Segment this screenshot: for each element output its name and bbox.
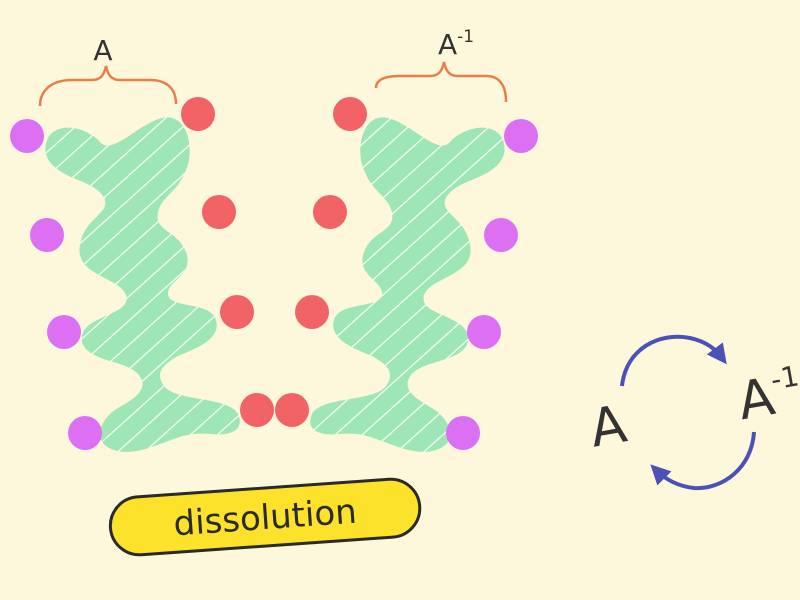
red-atom	[295, 295, 329, 329]
cycle-label-a-inverse: A-1	[733, 359, 800, 432]
molecule-a	[45, 117, 240, 452]
red-atom	[181, 97, 215, 131]
purple-atom	[30, 218, 64, 252]
purple-atom	[10, 119, 44, 153]
arrow-forward	[620, 334, 727, 387]
purple-atom	[446, 416, 480, 450]
purple-atom	[467, 315, 501, 349]
bracket-right	[374, 61, 508, 103]
red-atom	[220, 295, 254, 329]
purple-atom	[484, 218, 518, 252]
molecule-a-inverse	[310, 117, 505, 452]
red-atom	[275, 393, 309, 427]
arrow-backward	[650, 431, 756, 491]
molecule-a-body	[45, 117, 240, 452]
bracket-right-label: A-1	[438, 27, 474, 61]
cycle-label-a: A	[585, 394, 631, 459]
equilibrium-cycle: A A-1	[585, 334, 800, 491]
dissolution-badge: dissolution	[108, 477, 422, 557]
red-atoms-left	[181, 97, 274, 427]
purple-atom	[47, 315, 81, 349]
bracket-left-label: A	[93, 34, 112, 67]
purple-atoms-right	[446, 119, 538, 450]
bracket-left	[38, 65, 178, 107]
purple-atom	[68, 416, 102, 450]
purple-atoms-left	[10, 119, 102, 450]
red-atom	[313, 195, 347, 229]
red-atom	[333, 97, 367, 131]
red-atom	[240, 393, 274, 427]
purple-atom	[504, 119, 538, 153]
red-atoms-right	[275, 97, 367, 427]
red-atom	[202, 195, 236, 229]
molecule-a-inverse-body	[310, 117, 505, 452]
